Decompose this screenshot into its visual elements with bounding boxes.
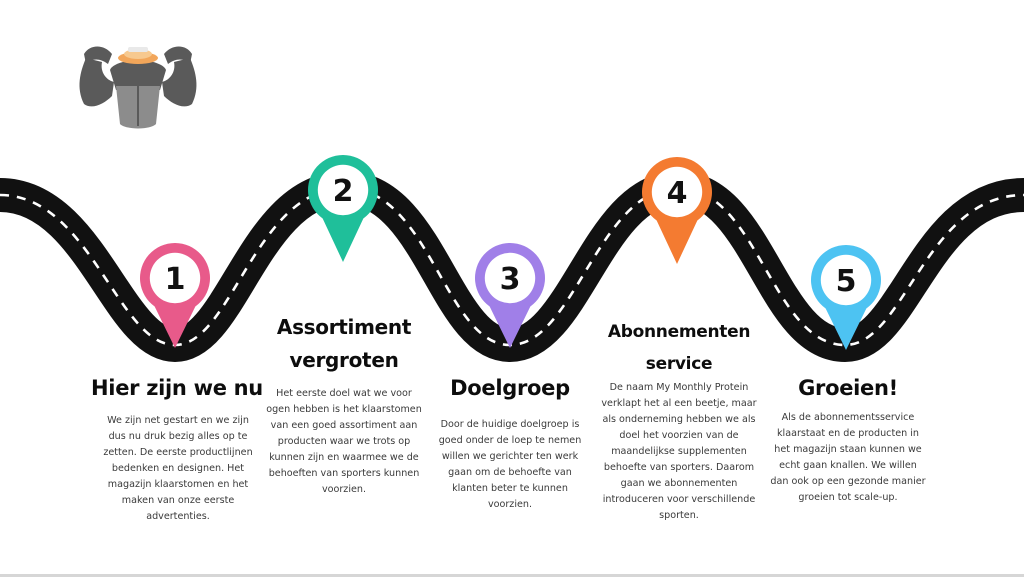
step-3-title: Doelgroep <box>450 376 570 400</box>
strongman-icon <box>79 46 197 129</box>
map-pin-2-inner-circle <box>317 164 369 216</box>
map-pin-4: 4 <box>642 157 712 264</box>
step-1-title: Hier zijn we nu <box>91 376 263 400</box>
map-pin-5-inner-circle <box>820 254 872 306</box>
step-5-title: Groeien! <box>798 376 898 400</box>
map-pin-2-number: 2 <box>333 174 354 209</box>
map-pin-4-number: 4 <box>667 176 688 211</box>
map-pin-3-inner-circle <box>484 252 536 304</box>
map-pin-5-number: 5 <box>836 264 857 299</box>
map-pin-3-number: 3 <box>500 262 521 297</box>
map-pin-1-number: 1 <box>165 262 186 297</box>
map-pin-5: 5 <box>810 245 881 350</box>
map-pin-3: 3 <box>475 243 545 348</box>
map-pin-1-inner-circle <box>149 252 201 304</box>
bottom-divider <box>0 574 1024 577</box>
map-pin-1: 1 <box>140 242 210 348</box>
map-pin-2: 2 <box>308 155 378 262</box>
map-pin-4-inner-circle <box>651 166 703 218</box>
